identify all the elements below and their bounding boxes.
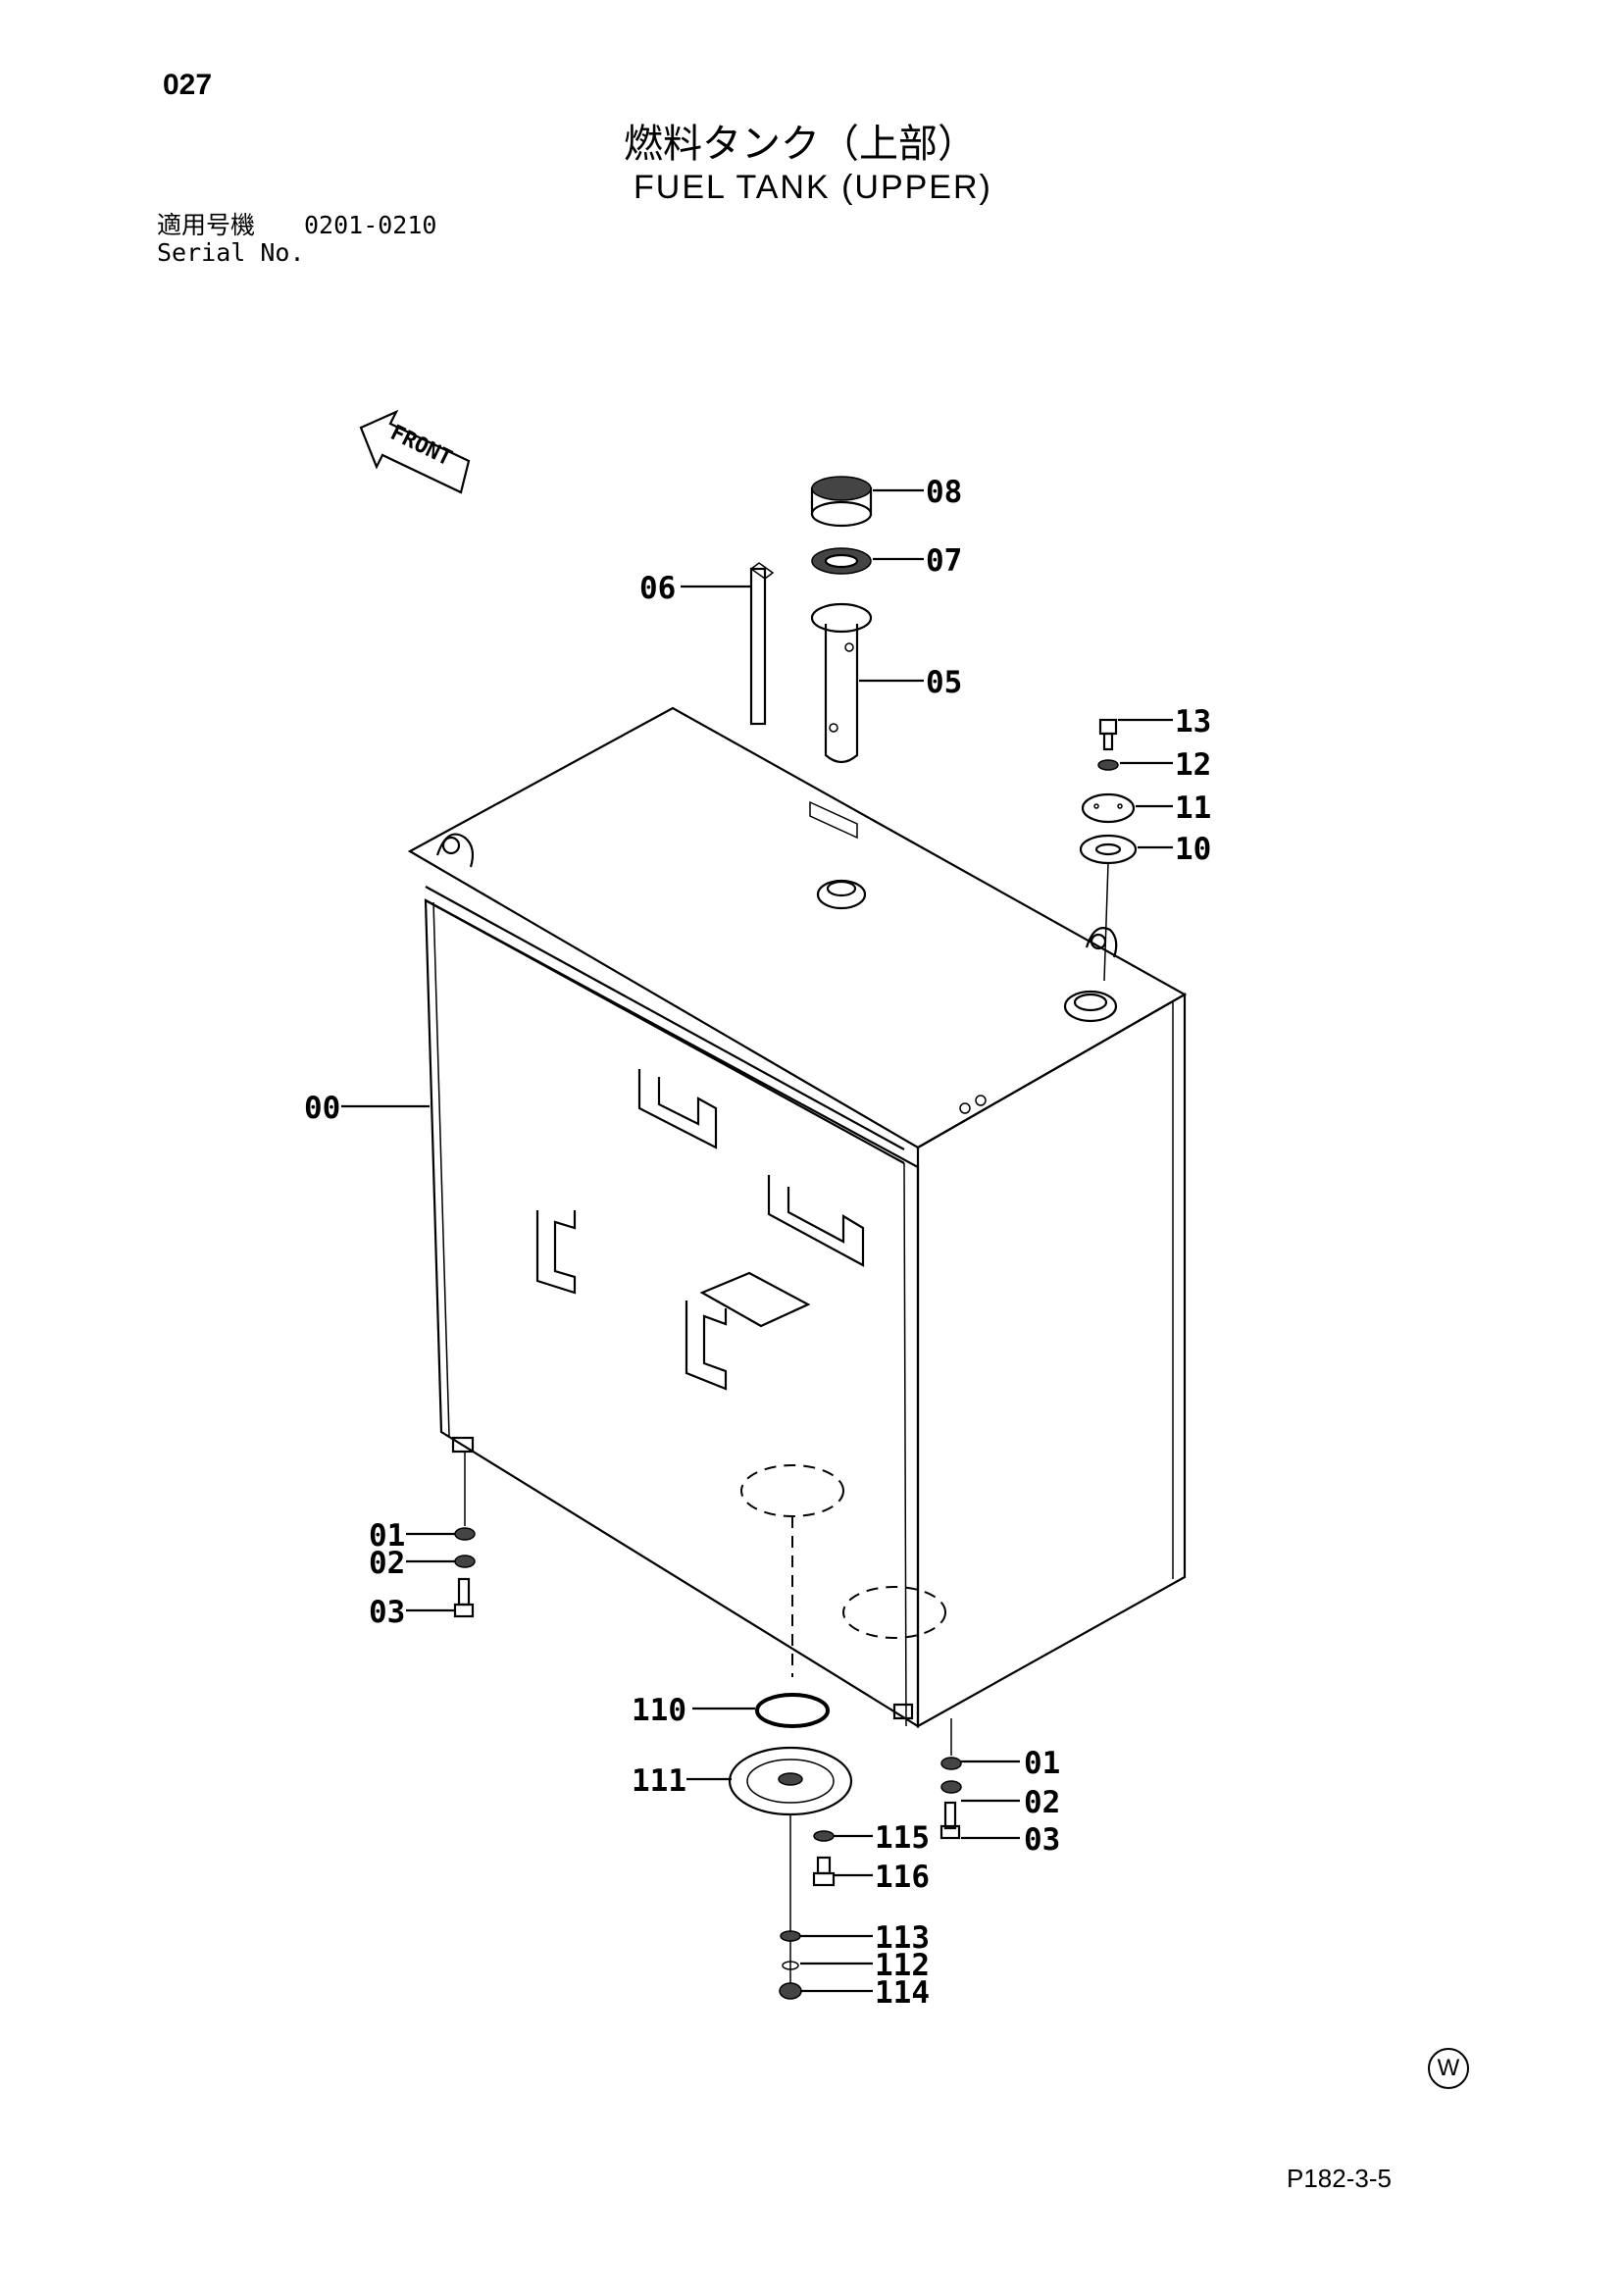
callout-112: 112 bbox=[875, 1948, 930, 1983]
page-number: 027 bbox=[163, 69, 213, 101]
part-11-cover bbox=[1081, 792, 1136, 824]
callout-00: 00 bbox=[304, 1091, 340, 1126]
callout-111: 111 bbox=[632, 1763, 686, 1799]
serial-block: 適用号機 0201-0210 Serial No. bbox=[157, 212, 436, 267]
callout-114: 114 bbox=[875, 1975, 930, 2011]
part-07-gasket bbox=[811, 547, 872, 575]
callout-07: 07 bbox=[926, 543, 962, 579]
part-06-strainer bbox=[749, 562, 775, 726]
part-110-oring bbox=[755, 1693, 830, 1728]
part-05-filler-tube bbox=[810, 602, 873, 764]
parts-left-fasteners bbox=[453, 1452, 476, 1618]
callout-110: 110 bbox=[632, 1693, 686, 1728]
watermark-circle-w-icon: W bbox=[1428, 2048, 1469, 2089]
fuel-tank-body bbox=[407, 706, 1188, 1728]
callout-13: 13 bbox=[1175, 704, 1211, 740]
callout-01-right: 01 bbox=[1024, 1746, 1060, 1781]
serial-label-en: Serial No. bbox=[157, 238, 305, 267]
part-12-washer bbox=[1097, 759, 1119, 771]
serial-label-ja: 適用号機 bbox=[157, 211, 256, 239]
callout-11: 11 bbox=[1175, 791, 1211, 826]
title-japanese: 燃料タンク（上部） bbox=[624, 122, 977, 167]
serial-range: 0201-0210 bbox=[304, 211, 437, 239]
part-13-bolt bbox=[1098, 718, 1118, 751]
title-english: FUEL TANK (UPPER) bbox=[634, 169, 992, 206]
callout-03-right: 03 bbox=[1024, 1822, 1060, 1858]
callout-02-right: 02 bbox=[1024, 1785, 1060, 1820]
parts-right-fasteners bbox=[939, 1718, 962, 1840]
leader-10-port bbox=[1103, 862, 1109, 982]
callout-05: 05 bbox=[926, 665, 962, 700]
callout-115: 115 bbox=[875, 1820, 930, 1856]
callout-06: 06 bbox=[639, 571, 676, 606]
figure-reference: P182-3-5 bbox=[1287, 2164, 1392, 2193]
callout-10: 10 bbox=[1175, 832, 1211, 867]
callout-113: 113 bbox=[875, 1920, 930, 1956]
front-label: FRONT bbox=[386, 421, 455, 472]
leader-lines bbox=[341, 488, 1173, 1993]
callout-03-left: 03 bbox=[369, 1595, 405, 1630]
callout-01-left: 01 bbox=[369, 1518, 405, 1554]
parts-drain-small bbox=[779, 1830, 836, 2000]
callout-02-left: 02 bbox=[369, 1546, 405, 1581]
callout-08: 08 bbox=[926, 475, 962, 510]
part-111-drain-flange bbox=[728, 1746, 853, 1991]
callout-12: 12 bbox=[1175, 747, 1211, 783]
part-10-gasket bbox=[1079, 834, 1138, 865]
front-arrow-icon: FRONT bbox=[359, 409, 471, 494]
callout-116: 116 bbox=[875, 1860, 930, 1895]
part-08-cap bbox=[810, 476, 873, 528]
